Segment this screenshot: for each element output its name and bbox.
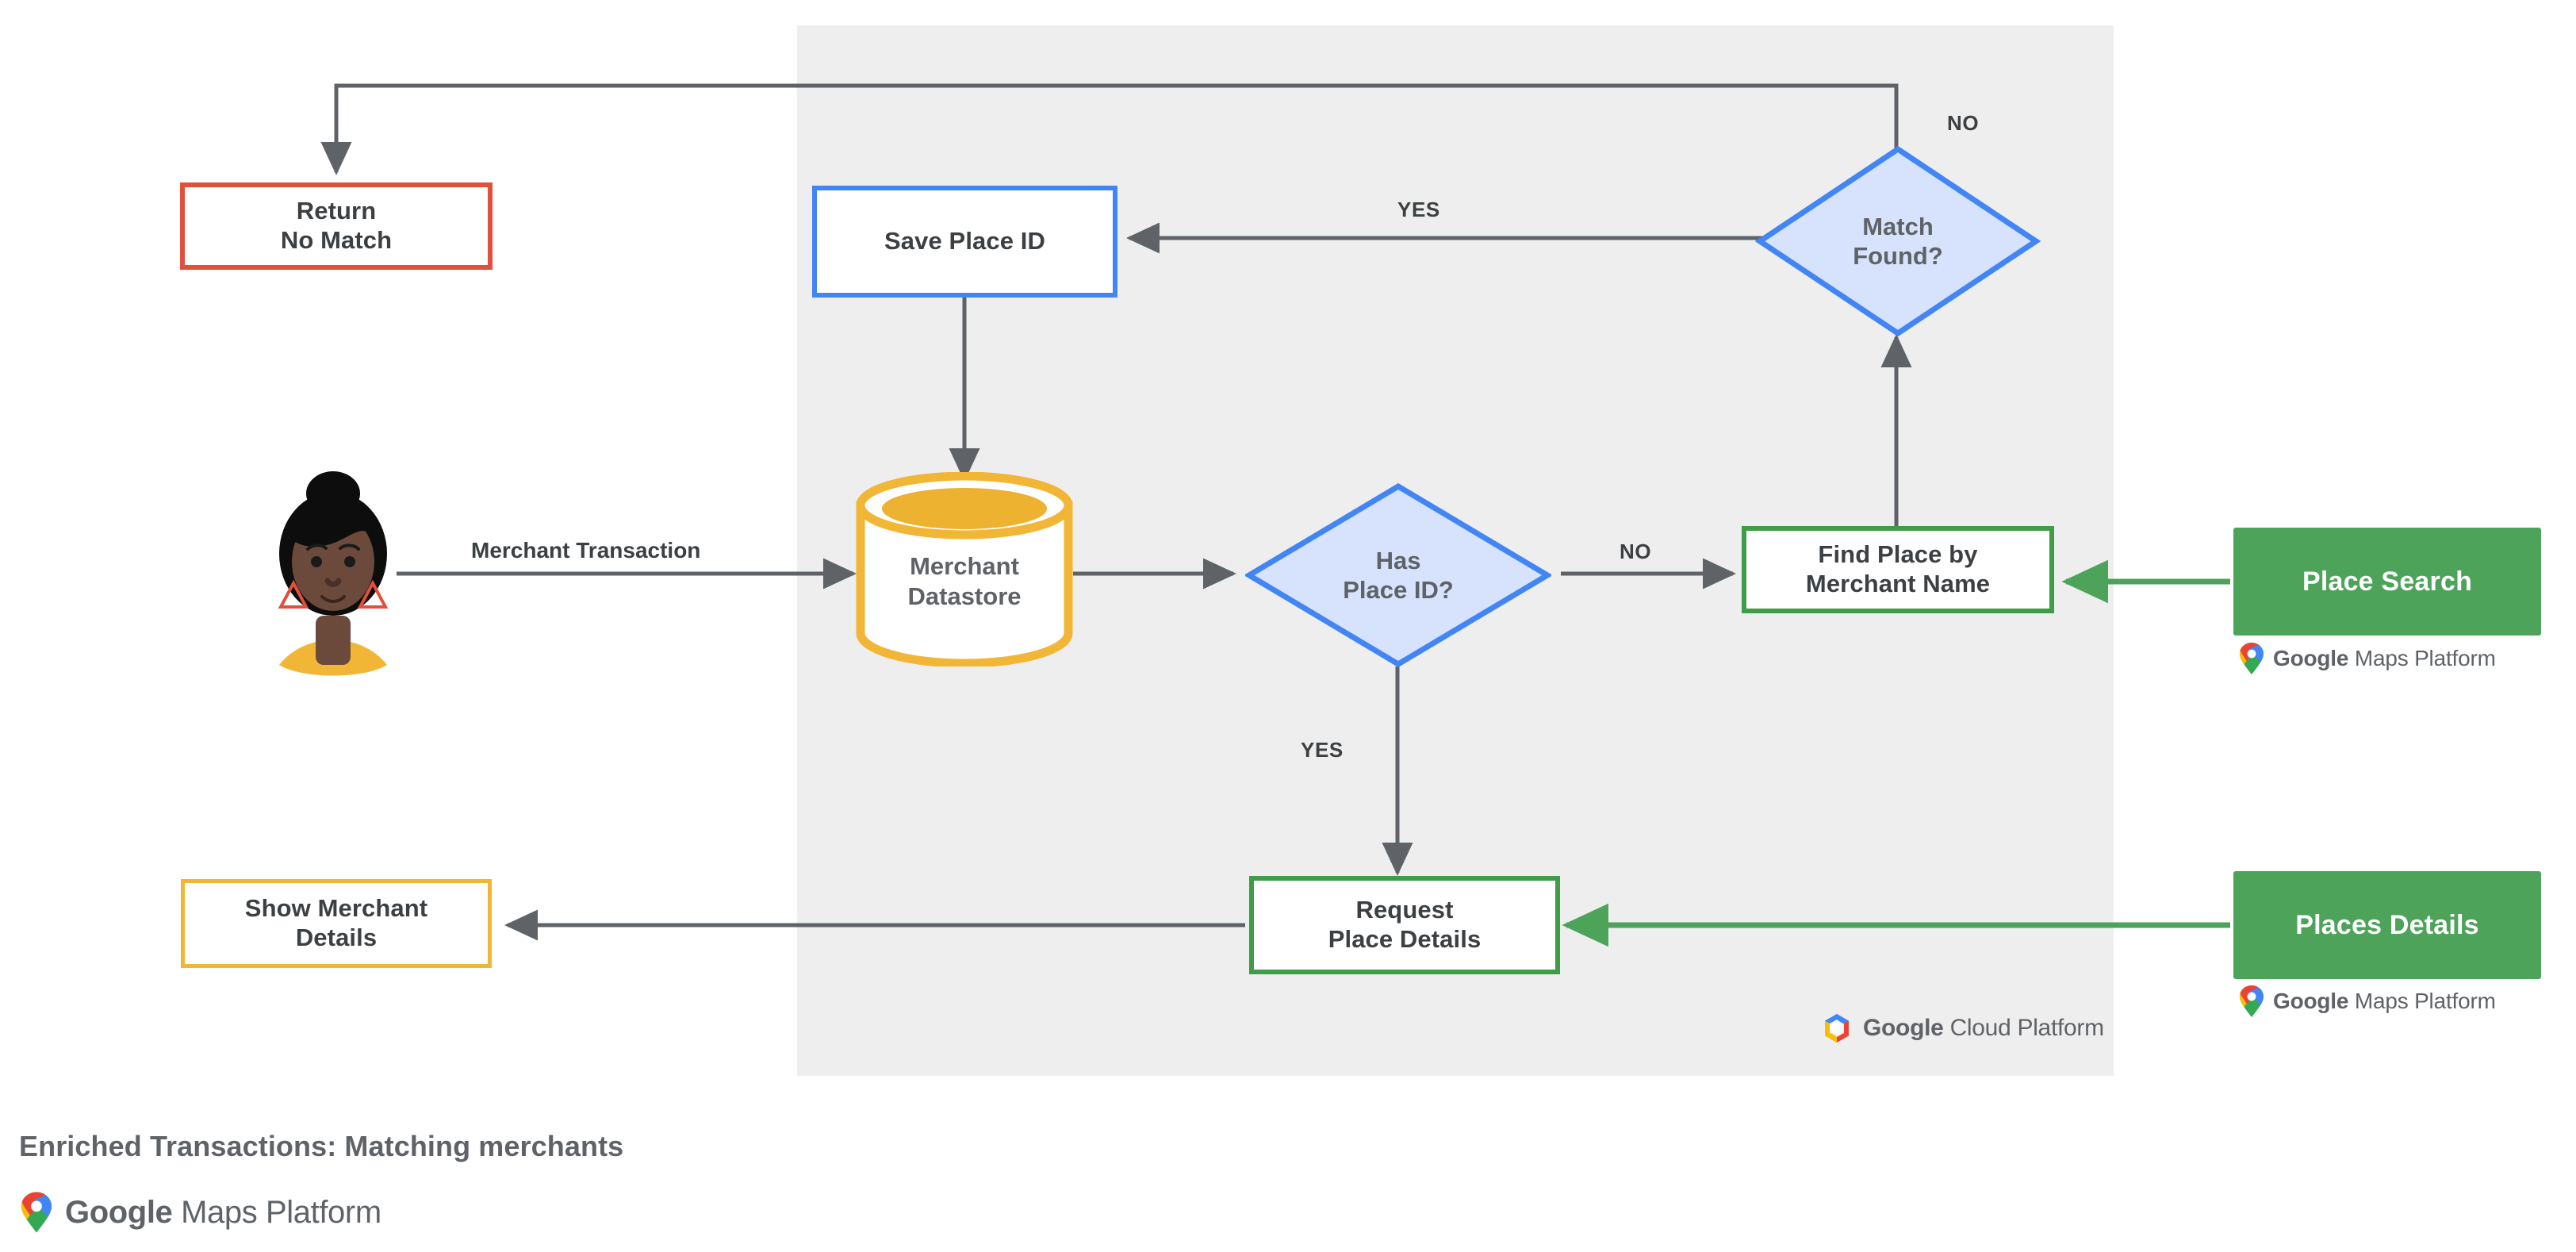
node-save-place-id[interactable]: Save Place ID xyxy=(812,186,1117,298)
has-place-id-diamond-shape xyxy=(1245,482,1551,668)
edge-label-merchant-transaction: Merchant Transaction xyxy=(471,538,701,563)
button-place-search[interactable]: Place Search xyxy=(2233,528,2541,636)
caption-maps-platform-logo: Google Maps Platform xyxy=(19,1190,381,1235)
google-maps-pin-icon xyxy=(21,1192,52,1233)
maps-platform-wordmark: Google Maps Platform xyxy=(2273,989,2496,1013)
maps-platform-wordmark: Google Maps Platform xyxy=(65,1194,381,1230)
match-found-diamond-shape xyxy=(1755,145,2041,337)
place-search-maps-platform-logo: Google Maps Platform xyxy=(2238,641,2496,676)
places-details-maps-platform-logo: Google Maps Platform xyxy=(2238,984,2496,1019)
button-places-details-label: Places Details xyxy=(2295,909,2479,940)
google-maps-pin-icon xyxy=(2240,985,2264,1017)
merchant-customer-avatar xyxy=(262,460,404,682)
edge-label-has-place-id-no: NO xyxy=(1620,540,1652,563)
avatar-illustration xyxy=(278,471,389,676)
google-cloud-platform-wordmark: Google Cloud Platform xyxy=(1863,1015,2104,1041)
google-cloud-hexagon-icon xyxy=(1825,1014,1849,1043)
edge-label-match-found-yes: YES xyxy=(1397,198,1440,221)
edge-label-has-place-id-yes: YES xyxy=(1301,738,1344,762)
node-save-place-id-label: Save Place ID xyxy=(884,227,1045,255)
maps-platform-wordmark: Google Maps Platform xyxy=(2273,646,2496,670)
google-maps-pin-icon xyxy=(2240,643,2264,674)
button-places-details[interactable]: Places Details xyxy=(2233,871,2541,979)
merchant-datastore-cylinder-shape xyxy=(856,472,1073,666)
button-place-search-label: Place Search xyxy=(2302,566,2473,597)
edge-label-match-found-no: NO xyxy=(1947,111,1980,135)
google-cloud-platform-logo: Google Cloud Platform xyxy=(1820,1012,2104,1045)
diagram-caption: Enriched Transactions: Matching merchant… xyxy=(19,1130,624,1162)
